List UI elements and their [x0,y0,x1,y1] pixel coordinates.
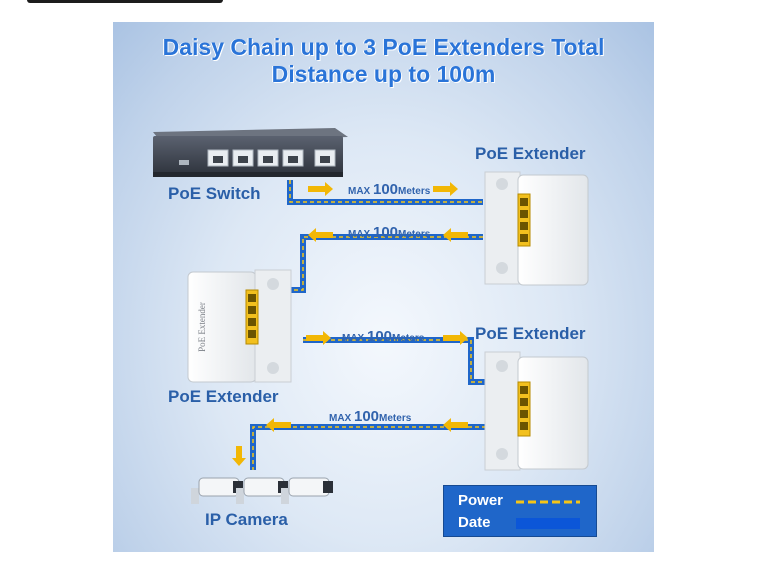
distance-label-2: MAX 100Meters [348,224,431,241]
distance-label-4: MAX 100Meters [329,408,412,425]
arrow-right-icon [443,331,468,345]
arrow-left-icon [443,228,468,242]
poe-switch-icon [153,128,348,177]
legend-data-swatch [516,518,580,529]
device-side-text: PoE Extender [197,302,207,352]
arrow-down-icon [232,446,246,466]
poe-extender-icon [484,351,589,471]
poe-switch-label: PoE Switch [168,184,261,203]
legend-power-swatch [516,500,580,504]
arrow-left-icon [266,418,291,432]
ip-camera-label: IP Camera [205,510,288,529]
title-line-1: Daisy Chain up to 3 PoE Extenders Total [162,34,605,60]
legend-power-label: Power [458,492,504,509]
arrow-right-icon [433,182,458,196]
network-diagram: PoE Extender [153,128,589,504]
arrow-left-icon [443,418,468,432]
arrow-left-icon [308,228,333,242]
legend-data-label: Date [458,514,491,531]
distance-label-3: MAX 100Meters [342,328,425,345]
extender-3-label: PoE Extender [475,324,586,343]
ip-camera-icon [191,477,333,504]
extender-1-label: PoE Extender [475,144,586,163]
extender-2-label: PoE Extender [168,387,279,406]
top-bar [27,0,223,3]
legend: Power Date [443,485,597,537]
distance-label-1: MAX 100Meters [348,181,431,198]
arrow-right-icon [306,331,331,345]
diagram-panel: Daisy Chain up to 3 PoE Extenders Total … [113,22,654,552]
arrow-right-icon [308,182,333,196]
title-line-2: Distance up to 100m [271,61,496,87]
poe-extender-icon [187,269,292,383]
poe-extender-icon [484,171,589,286]
